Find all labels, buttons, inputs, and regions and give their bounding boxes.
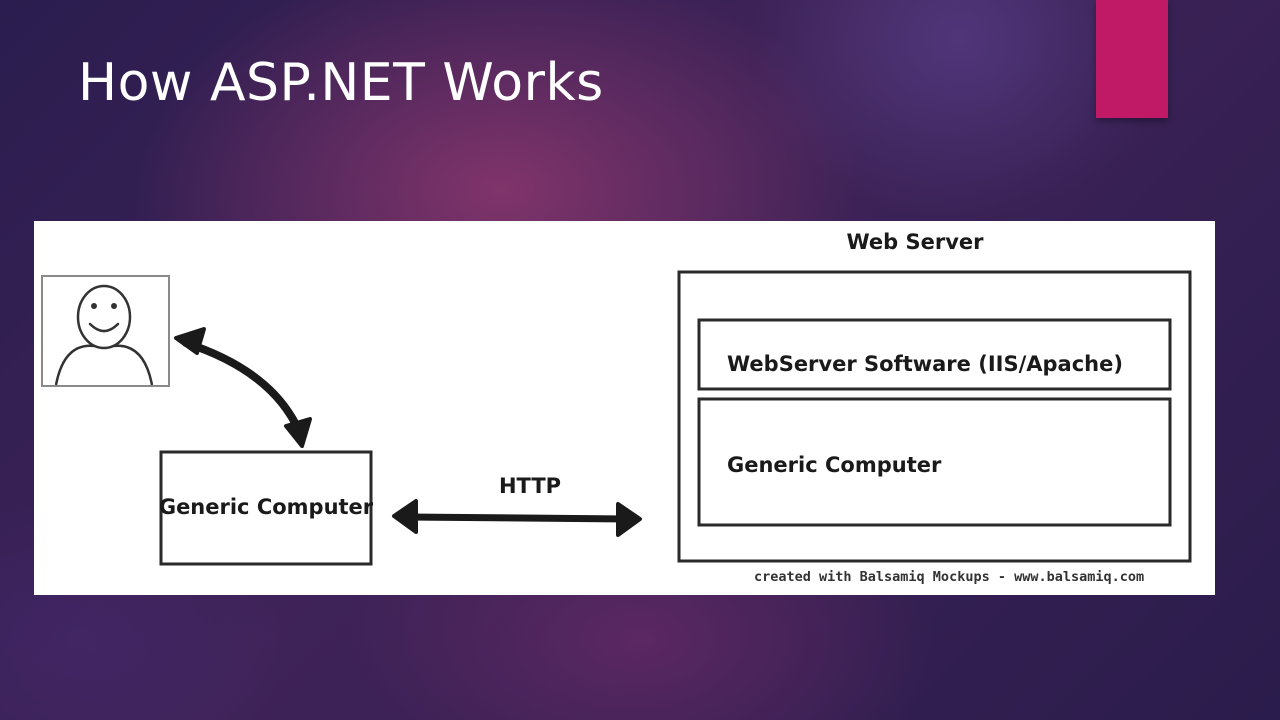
server-computer-label: Generic Computer [727,453,942,477]
user-computer-arrow [174,327,312,448]
diagram-image: Generic Computer HTTP Web Server WebServ… [34,221,1215,595]
server-computer-box: Generic Computer [697,397,1172,527]
credit-text: created with Balsamiq Mockups - www.bals… [754,569,1144,585]
server-software-label: WebServer Software (IIS/Apache) [727,352,1123,376]
user-avatar-icon [41,275,170,387]
client-computer-label: Generic Computer [159,495,374,519]
web-server-title: Web Server [846,230,984,254]
diagram-canvas: Generic Computer HTTP Web Server WebServ… [41,230,1192,585]
http-label: HTTP [499,474,561,498]
client-computer-box: Generic Computer [159,450,374,566]
http-arrow [392,499,642,537]
slide-title: How ASP.NET Works [78,53,604,113]
accent-bar [1096,0,1168,118]
server-software-box: WebServer Software (IIS/Apache) [697,318,1172,391]
